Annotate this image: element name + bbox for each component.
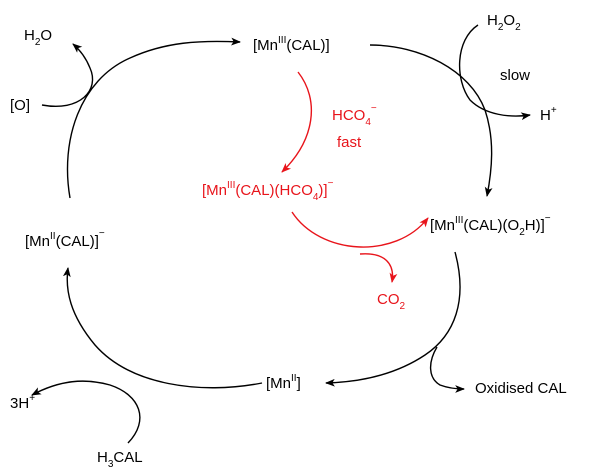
red-arrow-to-percarbonate-complex — [281, 71, 313, 173]
co2-label: CO2 — [377, 291, 406, 312]
h3cal-label: H3CAL — [97, 449, 143, 470]
arc-top-to-right — [369, 44, 493, 197]
proton-label: H+ — [540, 105, 557, 124]
hco4-label: HCO4− — [332, 103, 377, 128]
mn3-percarbonate-complex-label: [MnIII(CAL)(HCO4)]− — [202, 178, 334, 203]
arc-right-to-bottom — [325, 251, 461, 387]
mn2-cal-label: [MnII(CAL)]− — [25, 228, 105, 250]
slow-label: slow — [500, 67, 530, 84]
red-arrow-to-peroxo-complex — [291, 211, 429, 248]
three-protons-label: 3H+ — [10, 393, 35, 412]
water-label: H2O — [24, 27, 52, 48]
h2o2-label: H2O2 — [487, 12, 521, 33]
mn3-peroxo-complex-label: [MnIII(CAL)(O2H)]− — [430, 213, 551, 238]
mn2-label: [MnII] — [266, 373, 301, 392]
oxygen-label: [O] — [10, 97, 30, 114]
red-arrow-to-co2 — [359, 253, 398, 283]
mn3-cal-label: [MnIII(CAL)] — [253, 35, 330, 54]
oxidised-cal-label: Oxidised CAL — [475, 380, 567, 397]
arrow-o-to-water — [41, 43, 94, 107]
arrow-h3cal-to-3h — [31, 380, 141, 444]
arrow-h2o2-to-hplus — [459, 24, 531, 121]
arc-bottom-to-left — [62, 267, 263, 389]
arrow-to-oxidised — [429, 346, 465, 393]
fast-label: fast — [337, 134, 362, 151]
arc-left-to-top — [66, 37, 241, 199]
